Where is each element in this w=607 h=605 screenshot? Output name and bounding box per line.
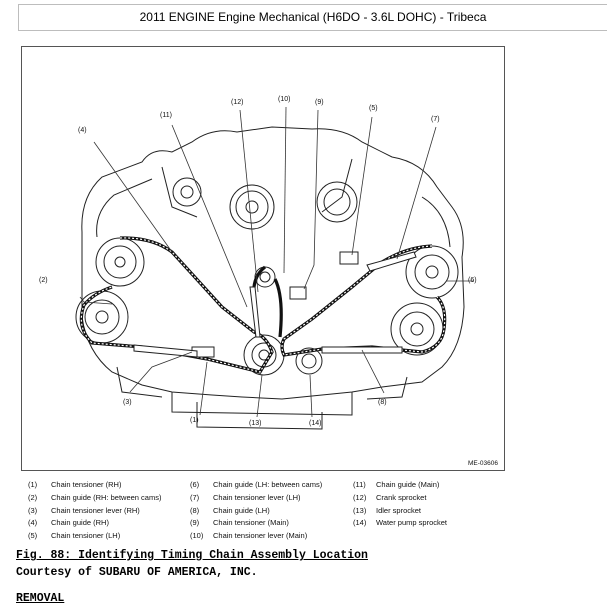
- callout-6: (6): [468, 277, 477, 284]
- rh-lower-cam-sprocket: [75, 290, 129, 344]
- lh-timing-chain: [280, 244, 447, 357]
- callout-13: (13): [249, 420, 262, 427]
- callout-14: (14): [309, 420, 322, 427]
- main-chain-tensioner: [289, 286, 307, 300]
- callout-3: (3): [123, 399, 132, 406]
- section-heading: REMOVAL: [16, 592, 65, 605]
- water-pump-sprocket: [295, 347, 323, 375]
- lh-chain-tensioner-lever: [366, 251, 417, 272]
- callout-12: (12): [231, 99, 244, 106]
- callout-7: (7): [431, 116, 440, 123]
- callout-8: (8): [378, 399, 387, 406]
- callout-11: (11): [160, 112, 172, 119]
- callout-1: (1): [190, 417, 199, 424]
- figure-id: ME-03606: [468, 460, 498, 467]
- callout-2: (2): [39, 277, 48, 284]
- lh-chain-tensioner: [339, 251, 359, 265]
- courtesy-line: Courtesy of SUBARU OF AMERICA, INC.: [16, 566, 258, 579]
- callout-4: (4): [78, 127, 87, 134]
- upper-center-gear: [229, 184, 275, 230]
- callout-10: (10): [278, 96, 291, 103]
- rh-upper-cam-sprocket: [95, 237, 145, 287]
- engine-outline: [81, 126, 465, 400]
- main-chain-guide: [249, 286, 261, 338]
- page-title: 2011 ENGINE Engine Mechanical (H6DO - 3.…: [18, 4, 607, 31]
- figure-caption: Fig. 88: Identifying Timing Chain Assemb…: [16, 549, 368, 562]
- engine-drawing: [75, 106, 474, 430]
- callout-5: (5): [369, 105, 378, 112]
- rh-chain-tensioner-lever: [133, 344, 198, 358]
- callout-9: (9): [315, 99, 324, 106]
- engine-timing-chain-diagram: (2) (4) (3) (1) (11) (12) (10) (9) (5) (…: [21, 46, 505, 471]
